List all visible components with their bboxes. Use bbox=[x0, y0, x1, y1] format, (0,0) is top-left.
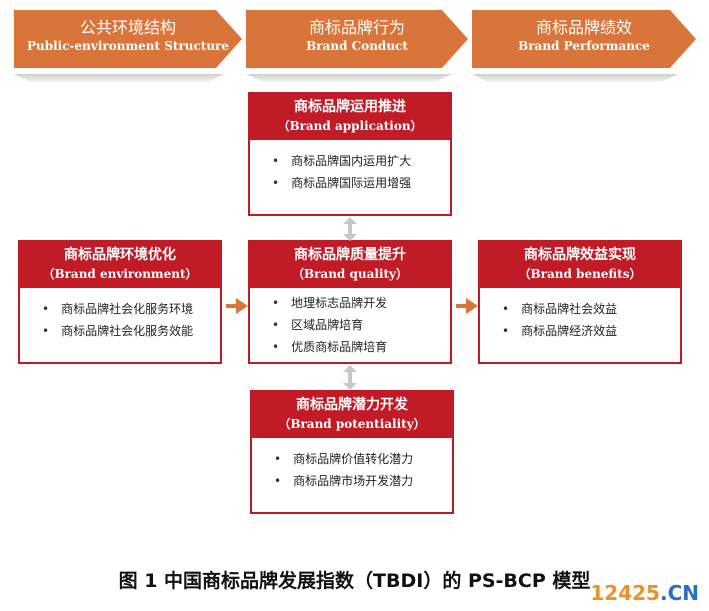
list-item: 商标品牌社会化服务效能 bbox=[42, 320, 220, 342]
box-title-en: （Brand benefits） bbox=[518, 267, 642, 281]
list-item: 商标品牌社会化服务环境 bbox=[42, 298, 220, 320]
box-list: 商标品牌社会效益 商标品牌经济效益 bbox=[480, 288, 680, 342]
header-performance-zh: 商标品牌绩效 bbox=[535, 18, 632, 37]
header-structure-zh: 公共环境结构 bbox=[79, 18, 176, 37]
box-brand-application: 商标品牌运用推进 （Brand application） 商标品牌国内运用扩大 … bbox=[248, 92, 452, 216]
list-item: 优质商标品牌培育 bbox=[272, 336, 450, 358]
header-shadow bbox=[14, 74, 224, 82]
box-title-zh: 商标品牌质量提升 bbox=[294, 247, 406, 263]
header-conduct-zh: 商标品牌行为 bbox=[308, 18, 405, 37]
header-structure-en: Public-environment Structure bbox=[26, 39, 230, 53]
list-item: 地理标志品牌开发 bbox=[272, 292, 450, 314]
box-title-zh: 商标品牌潜力开发 bbox=[296, 397, 408, 413]
list-item: 商标品牌价值转化潜力 bbox=[274, 448, 452, 470]
box-title-en: （Brand environment） bbox=[42, 267, 198, 281]
header-shadow bbox=[472, 74, 678, 82]
box-list: 商标品牌国内运用扩大 商标品牌国际运用增强 bbox=[250, 140, 450, 194]
box-title-zh: 商标品牌效益实现 bbox=[524, 247, 636, 263]
header-conduct-en: Brand Conduct bbox=[306, 39, 408, 53]
watermark-number: 12425 bbox=[590, 581, 660, 605]
box-title-en: （Brand application） bbox=[277, 119, 423, 133]
box-title-en: （Brand quality） bbox=[291, 267, 409, 281]
box-header: 商标品牌效益实现 （Brand benefits） bbox=[480, 242, 680, 288]
header-arrow-performance: 商标品牌绩效 Brand Performance bbox=[472, 10, 696, 68]
list-item: 商标品牌经济效益 bbox=[502, 320, 680, 342]
watermark-logo: 12425.CN bbox=[590, 581, 699, 605]
list-item: 商标品牌国内运用扩大 bbox=[272, 150, 450, 172]
box-list: 商标品牌价值转化潜力 商标品牌市场开发潜力 bbox=[252, 438, 452, 492]
box-brand-potentiality: 商标品牌潜力开发 （Brand potentiality） 商标品牌价值转化潜力… bbox=[250, 390, 454, 514]
box-header: 商标品牌环境优化 （Brand environment） bbox=[20, 242, 220, 288]
arrow-quality-to-benefits bbox=[456, 298, 478, 314]
watermark-domain: .CN bbox=[659, 581, 699, 605]
box-header: 商标品牌潜力开发 （Brand potentiality） bbox=[252, 392, 452, 438]
box-title-zh: 商标品牌运用推进 bbox=[294, 99, 406, 115]
list-item: 商标品牌社会效益 bbox=[502, 298, 680, 320]
box-title-en: （Brand potentiality） bbox=[278, 417, 426, 431]
list-item: 区域品牌培育 bbox=[272, 314, 450, 336]
box-brand-quality: 商标品牌质量提升 （Brand quality） 地理标志品牌开发 区域品牌培育… bbox=[248, 240, 452, 364]
box-header: 商标品牌运用推进 （Brand application） bbox=[250, 94, 450, 140]
box-header: 商标品牌质量提升 （Brand quality） bbox=[250, 242, 450, 288]
box-brand-benefits: 商标品牌效益实现 （Brand benefits） 商标品牌社会效益 商标品牌经… bbox=[478, 240, 682, 364]
box-title-zh: 商标品牌环境优化 bbox=[64, 247, 176, 263]
arrow-quality-potentiality bbox=[343, 365, 357, 390]
box-brand-environment: 商标品牌环境优化 （Brand environment） 商标品牌社会化服务环境… bbox=[18, 240, 222, 364]
arrow-application-quality bbox=[343, 217, 357, 241]
figure-caption: 图 1 中国商标品牌发展指数（TBDI）的 PS-BCP 模型 bbox=[118, 570, 591, 592]
list-item: 商标品牌市场开发潜力 bbox=[274, 470, 452, 492]
header-arrow-structure: 公共环境结构 Public-environment Structure bbox=[14, 10, 242, 68]
list-item: 商标品牌国际运用增强 bbox=[272, 172, 450, 194]
header-arrow-conduct: 商标品牌行为 Brand Conduct bbox=[246, 10, 468, 68]
box-list: 地理标志品牌开发 区域品牌培育 优质商标品牌培育 bbox=[250, 288, 450, 358]
header-shadow bbox=[246, 74, 452, 82]
box-list: 商标品牌社会化服务环境 商标品牌社会化服务效能 bbox=[20, 288, 220, 342]
header-performance-en: Brand Performance bbox=[518, 39, 650, 53]
arrow-environment-to-quality bbox=[226, 298, 248, 314]
